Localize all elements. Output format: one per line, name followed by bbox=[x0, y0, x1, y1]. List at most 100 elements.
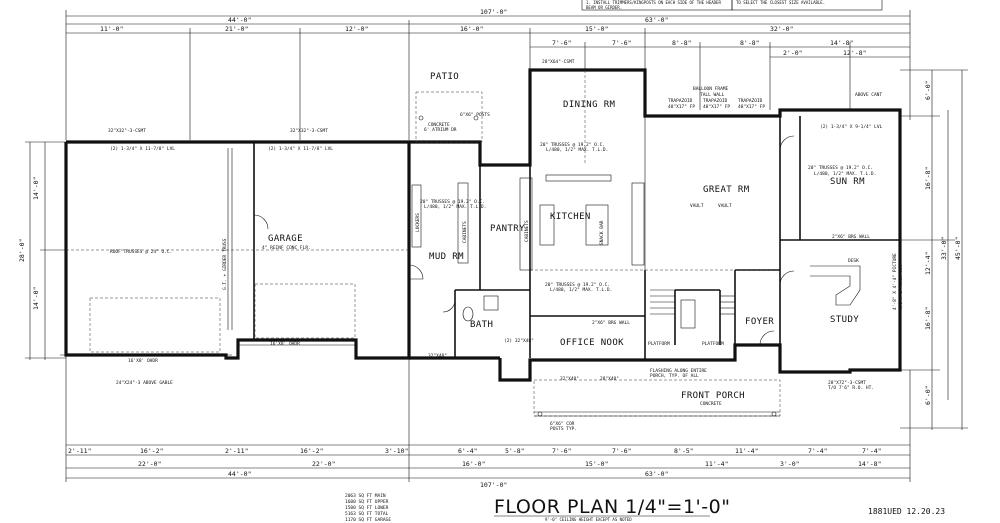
girder-truss-label: G.T. + GIRDER TRUSS bbox=[222, 238, 228, 290]
cabinets-1: CABINETS bbox=[462, 221, 468, 243]
platform-1: PLATFORM bbox=[648, 341, 670, 347]
dim-bot-r2-2: 22'-0" bbox=[312, 460, 335, 468]
dim-top-right: 63'-0" bbox=[645, 16, 668, 24]
balloon-frame-2: TALL WALL bbox=[700, 92, 725, 98]
dim-bot-r1-8: 7'-6" bbox=[552, 447, 572, 455]
patio-door: 6' ATRIUM DR bbox=[424, 127, 457, 133]
platform-2: PLATFORM bbox=[702, 341, 724, 347]
note-line-2: BEAM OR GIRDER. bbox=[586, 5, 622, 10]
room-patio: PATIO bbox=[430, 72, 459, 82]
trusses-sun-1: 20" TRUSSES @ 19.2" O.C. bbox=[808, 165, 873, 171]
dim-right-3: 12'-4" bbox=[924, 252, 932, 275]
area-total: 5163 SQ FT TOTAL bbox=[345, 511, 389, 517]
trusses-dining-2: L/480, 1/2" MAX. T.L.D. bbox=[546, 147, 608, 153]
title-block: FLOOR PLAN 1/4"=1'-0" 9'-0" CEILING HEIG… bbox=[494, 496, 945, 522]
flashing-1: FLASHING ALONG ENTIRE bbox=[650, 368, 707, 374]
picture-1: 4'-8" X 4'-4" PICTURE bbox=[892, 253, 898, 310]
snack-bar: SNACK BAR bbox=[599, 220, 605, 245]
garage-framing: ROOF TRUSSES @ 24" O.C. G.T. + GIRDER TR… bbox=[60, 128, 409, 386]
room-great: GREAT RM bbox=[703, 185, 750, 195]
room-sun: SUN RM bbox=[830, 177, 865, 187]
window-b1: 32"X48" bbox=[428, 353, 447, 359]
dim-top-left: 44'-0" bbox=[228, 16, 251, 24]
garage-floor: 4" REINF CONC FLR. bbox=[262, 245, 311, 251]
dim-top-r3-5: 14'-8" bbox=[830, 39, 853, 47]
dim-bot-r2-4: 15'-0" bbox=[585, 460, 608, 468]
patio-concrete: CONCRETE bbox=[428, 122, 450, 128]
dim-bot-r1-3: 2'-11" bbox=[225, 447, 248, 455]
posts-label: 6"X6" POSTS bbox=[460, 112, 490, 118]
dim-right-4: 16'-8" bbox=[924, 307, 932, 330]
study-window-2: T/O 7'6" R.O. HT. bbox=[828, 385, 874, 391]
dim-bot-r1-12: 7'-4" bbox=[808, 447, 828, 455]
study-window-1: 28"X72"-3-CSMT bbox=[828, 380, 866, 386]
dim-bot-r2-3: 16'-0" bbox=[462, 460, 485, 468]
brg-wall-office: 2"X6" BRG WALL bbox=[592, 320, 630, 326]
trusses-mud-1: 20" TRUSSES @ 19.2" O.C. bbox=[420, 199, 485, 205]
porch-posts-2: POSTS TYP. bbox=[550, 426, 577, 432]
garage-door-2: 16'X8' OHDR bbox=[270, 341, 300, 347]
header-1: 32"X32"-3-CSMT bbox=[108, 128, 146, 134]
note-line-1: 1. INSTALL TRIMMERS/KINGPOSTS ON EACH SI… bbox=[586, 0, 721, 5]
dim-bot-r1-2: 16'-2" bbox=[140, 447, 163, 455]
picture-2: T/O 7'6" R.O. HT. bbox=[898, 264, 904, 310]
desk-label: DESK bbox=[848, 258, 859, 264]
dim-top-r3-2: 7'-6" bbox=[612, 39, 632, 47]
dim-top-r4-1: 2'-0" bbox=[783, 49, 803, 57]
area-garage: 1170 SQ FT GARAGE bbox=[345, 517, 391, 523]
flashing-2: PORCH, TYP. OF ALL bbox=[650, 373, 699, 379]
garage-door-1: 16'X8' OHDR bbox=[128, 358, 158, 364]
door-swings bbox=[253, 135, 795, 346]
room-study: STUDY bbox=[830, 315, 859, 325]
vault-1: VAULT bbox=[690, 203, 704, 209]
dim-bot-r2-1: 22'-0" bbox=[138, 460, 161, 468]
trap-2: TRAPAZOID bbox=[703, 98, 728, 104]
trap-size-1: 48"X17" FP bbox=[668, 104, 695, 110]
trusses-mud-2: L/480, 1/2" MAX. T.L.D. bbox=[424, 204, 486, 210]
trusses-dining-1: 20" TRUSSES @ 19.2" O.C. bbox=[540, 142, 605, 148]
dim-top-r2-5: 15'-0" bbox=[585, 25, 608, 33]
area-upper: 1600 SQ FT UPPER bbox=[345, 499, 389, 505]
note-right: TO SELECT THE CLOSEST SIZE AVAILABLE. bbox=[736, 0, 825, 5]
top-dimensions: 107'-0" 44'-0" 63'-0" 11'-0" 21'-0" 12'-… bbox=[65, 8, 911, 140]
dim-bot-r2-6: 3'-0" bbox=[780, 460, 800, 468]
trap-size-2: 48"X17" FP bbox=[703, 104, 730, 110]
dim-top-r2-1: 11'-0" bbox=[100, 25, 123, 33]
upper-rooms: DINING RM 20" TRUSSES @ 19.2" O.C. L/480… bbox=[540, 59, 883, 240]
roof-trusses-label: ROOF TRUSSES @ 24" O.C. bbox=[110, 249, 172, 255]
above-gable-label: 24"X24"-3 ABOVE GABLE bbox=[116, 380, 173, 386]
room-foyer: FOYER bbox=[745, 317, 774, 327]
balloon-frame-1: BALLOON FRAME bbox=[693, 86, 729, 92]
dim-bot-r2-5: 11'-4" bbox=[705, 460, 728, 468]
window-b2: 32"X48" bbox=[560, 376, 579, 382]
trap-3: TRAPAZOID bbox=[738, 98, 763, 104]
window-b3: 28"X48" bbox=[600, 376, 619, 382]
notes-header: 1. INSTALL TRIMMERS/KINGPOSTS ON EACH SI… bbox=[581, 0, 883, 11]
lockers-label: LOCKERS bbox=[415, 213, 421, 232]
dim-bot-r1-6: 6'-4" bbox=[458, 447, 478, 455]
room-front-porch: FRONT PORCH bbox=[681, 391, 745, 401]
porch-concrete: CONCRETE bbox=[700, 401, 722, 407]
dim-bot-r1-5: 3'-10" bbox=[385, 447, 408, 455]
front-porch: FRONT PORCH CONCRETE 6"X6" COR POSTS TYP… bbox=[428, 338, 781, 432]
dim-bot-left: 44'-0" bbox=[228, 470, 251, 478]
dim-bot-r1-13: 7'-4" bbox=[862, 447, 882, 455]
area-schedule: 2063 SQ FT MAIN 1600 SQ FT UPPER 1500 SQ… bbox=[345, 493, 391, 523]
beam-2: (2) 1-3/4" X 11-7/8" LVL bbox=[268, 146, 333, 152]
stair bbox=[650, 289, 735, 329]
dim-bot-r1-10: 8'-5" bbox=[674, 447, 694, 455]
trap-size-3: 48"X17" FP bbox=[738, 104, 765, 110]
room-dining: DINING RM bbox=[563, 100, 616, 110]
dim-left-overall: 28'-0" bbox=[18, 239, 26, 262]
dim-top-r2-4: 16'-0" bbox=[460, 25, 483, 33]
side-dimensions: 14'-0" 14'-0" 28'-0" 6'-0" 16'-8" 12'-4"… bbox=[18, 69, 968, 430]
brg-wall-sun: 2"X6" BRG WALL bbox=[832, 234, 870, 240]
porch-posts-1: 6"X6" COR bbox=[550, 421, 575, 427]
dim-right-6: 33'-0" bbox=[940, 237, 948, 260]
room-kitchen: KITCHEN bbox=[550, 212, 591, 222]
room-garage: GARAGE bbox=[268, 234, 303, 244]
dim-right-1: 6'-0" bbox=[924, 80, 932, 100]
area-lower: 1500 SQ FT LOWER bbox=[345, 505, 389, 511]
dim-bot-r1-9: 7'-6" bbox=[612, 447, 632, 455]
